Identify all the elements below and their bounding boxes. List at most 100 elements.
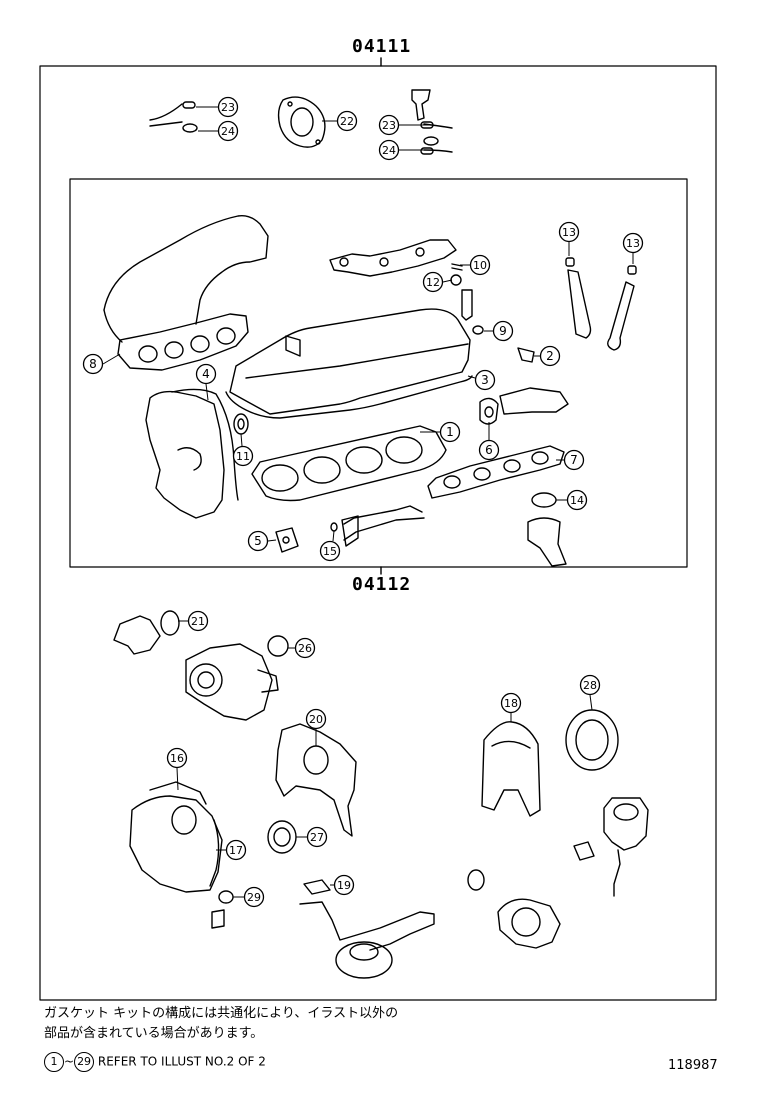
kit-note-line1: ガスケット キットの構成には共通化により、イラスト以外の [44, 1006, 399, 1021]
callout-19: 19 [333, 874, 355, 896]
part-gasket-22 [277, 96, 326, 148]
outer-kit-frame [39, 65, 717, 1001]
callout-number: 29 [247, 891, 261, 904]
callout-number: 16 [170, 752, 184, 765]
callout-4: 4 [195, 363, 217, 385]
part-gasket-5 [275, 527, 299, 553]
ref-end-circle: 29 [74, 1052, 95, 1072]
callout-number: 23 [221, 101, 235, 114]
callout-14: 14 [566, 489, 588, 511]
callout-number: 4 [202, 367, 210, 381]
callout-number: 18 [504, 697, 518, 710]
part-intake-manifold [103, 214, 269, 371]
part-sensor-right [411, 89, 453, 155]
reference-line: 1~29 REFER TO ILLUST NO.2 OF 2 [44, 1052, 266, 1072]
callout-24: 24 [378, 139, 400, 161]
part-rear-cover-18 [481, 721, 541, 817]
part-large-seal-28 [565, 709, 619, 771]
ref-text: REFER TO ILLUST NO.2 OF 2 [97, 1054, 266, 1069]
callout-7: 7 [563, 449, 585, 471]
leader-lines [102, 106, 634, 898]
part-valve-cover [225, 308, 473, 419]
callout-1: 1 [439, 421, 461, 443]
inner-kit-frame [69, 178, 688, 568]
part-2 [517, 347, 535, 363]
kit-code-inner: 04112 [352, 574, 412, 595]
ref-tilde: ~ [64, 1054, 75, 1069]
callout-13: 13 [558, 221, 580, 243]
part-throttle-body [497, 898, 561, 949]
callout-6: 6 [478, 439, 500, 461]
part-valves [565, 257, 637, 351]
callout-12: 12 [422, 271, 444, 293]
callout-number: 9 [499, 324, 507, 338]
callout-13: 13 [622, 232, 644, 254]
callout-number: 19 [337, 879, 351, 892]
callout-18: 18 [500, 692, 522, 714]
callout-number: 13 [626, 237, 640, 250]
callout-22: 22 [336, 110, 358, 132]
callout-16: 16 [166, 747, 188, 769]
callout-9: 9 [492, 320, 514, 342]
callout-28: 28 [579, 674, 601, 696]
callout-27: 27 [306, 826, 328, 848]
callout-number: 7 [570, 453, 578, 467]
callout-number: 21 [191, 615, 205, 628]
callout-23: 23 [378, 114, 400, 136]
part-o-rings-left [149, 101, 198, 133]
callout-number: 24 [382, 144, 396, 157]
callout-21: 21 [187, 610, 209, 632]
callout-number: 13 [562, 226, 576, 239]
callout-29: 29 [243, 886, 265, 908]
kit-note: ガスケット キットの構成には共通化により、イラスト以外の 部品が含まれている場合… [44, 1004, 398, 1044]
part-head-gasket [251, 425, 447, 502]
part-engine-block-lower [129, 781, 223, 893]
callout-number: 2 [546, 349, 554, 363]
callout-3: 3 [474, 369, 496, 391]
part-seal-27 [267, 820, 297, 854]
callout-number: 24 [221, 125, 235, 138]
callout-number: 15 [323, 545, 337, 558]
callout-20: 20 [305, 708, 327, 730]
callout-number: 6 [485, 443, 493, 457]
callout-number: 10 [473, 259, 487, 272]
part-timing-cover [145, 388, 239, 519]
illustration-number: 118987 [668, 1058, 718, 1073]
callout-number: 17 [229, 844, 243, 857]
kit-code-outer: 04111 [352, 36, 412, 57]
part-oil-strainer [299, 879, 435, 979]
callout-number: 11 [236, 450, 250, 463]
part-water-outlet [113, 610, 180, 655]
part-water-pump [185, 635, 289, 721]
callout-number: 12 [426, 276, 440, 289]
callout-number: 28 [583, 679, 597, 692]
callout-10: 10 [469, 254, 491, 276]
part-exhaust-manifold-gasket [427, 445, 565, 499]
callout-17: 17 [225, 839, 247, 861]
callout-number: 1 [446, 425, 454, 439]
part-cap-29 [211, 890, 234, 929]
ref-start-circle: 1 [44, 1052, 64, 1072]
callout-number: 8 [89, 357, 97, 371]
kit-note-line2: 部品が含まれている場合があります。 [44, 1026, 264, 1041]
part-fuel-rail [329, 239, 484, 335]
callout-23: 23 [217, 96, 239, 118]
part-seal-11 [233, 413, 249, 435]
part-small-ring [467, 869, 485, 891]
callout-11: 11 [232, 445, 254, 467]
callout-number: 14 [570, 494, 584, 507]
callout-2: 2 [539, 345, 561, 367]
callout-8: 8 [82, 353, 104, 375]
callout-number: 23 [382, 119, 396, 132]
callout-number: 20 [309, 713, 323, 726]
part-egr-valve [573, 797, 649, 897]
callout-number: 3 [481, 373, 489, 387]
callout-26: 26 [294, 637, 316, 659]
callout-15: 15 [319, 540, 341, 562]
callout-number: 27 [310, 831, 324, 844]
callout-number: 22 [340, 115, 354, 128]
callout-24: 24 [217, 120, 239, 142]
part-exhaust-gasket-6 [479, 387, 569, 425]
part-tube-15 [330, 505, 425, 547]
